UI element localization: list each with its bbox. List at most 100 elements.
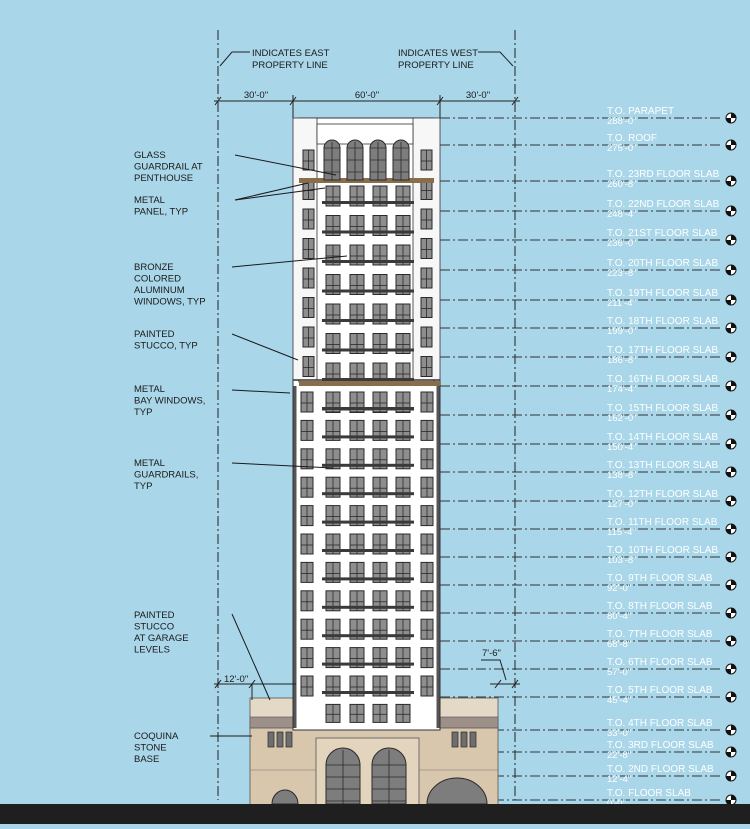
level-datum-icon xyxy=(725,205,737,217)
level-datum-icon xyxy=(725,724,737,736)
pier-window xyxy=(420,238,433,259)
callout-text: PAINTED xyxy=(134,329,175,340)
level-name: T.O. 17TH FLOOR SLAB xyxy=(607,345,718,356)
pier-window xyxy=(300,647,314,669)
level-elevation: 138'-8" xyxy=(607,470,636,481)
callout-text: METAL xyxy=(134,384,165,395)
dim-right-setback: 30'-0" xyxy=(466,90,490,101)
level-datum-icon xyxy=(725,523,737,535)
penthouse-arch-window xyxy=(369,139,387,181)
pier-window xyxy=(420,561,434,583)
level-datum-icon xyxy=(725,438,737,450)
callout-leader xyxy=(231,255,348,268)
level-datum-icon xyxy=(725,663,737,675)
level-datum-icon xyxy=(725,234,737,246)
bronze-window xyxy=(325,703,341,723)
level-datum-icon xyxy=(725,264,737,276)
level-elevation: 186'-8" xyxy=(607,355,636,366)
level-datum-icon xyxy=(725,139,737,151)
guardrail xyxy=(322,378,414,381)
level-name: T.O. 9TH FLOOR SLAB xyxy=(607,573,713,584)
level-elevation: 288'-0" xyxy=(607,116,636,127)
pier-window xyxy=(302,208,315,230)
podium-window xyxy=(469,731,477,748)
callout-leader xyxy=(231,389,291,394)
pier-window xyxy=(420,356,433,377)
callout-text: PANEL, TYP xyxy=(134,207,188,218)
pier-window xyxy=(420,505,434,527)
guardrail xyxy=(322,260,414,263)
level-elevation: 248'-4" xyxy=(607,209,636,220)
level-name: T.O. 5TH FLOOR SLAB xyxy=(607,685,713,696)
callout-text: BAY WINDOWS, xyxy=(134,396,205,407)
pier-window xyxy=(302,238,315,259)
pier-window xyxy=(420,618,434,640)
pier-window xyxy=(420,675,434,697)
east-label-line1: INDICATES EAST xyxy=(252,48,330,59)
callout-leader xyxy=(234,182,309,201)
callout-text: PENTHOUSE xyxy=(134,173,193,184)
level-elevation: 0'-0" xyxy=(607,798,626,809)
level-datum-icon xyxy=(725,322,737,334)
level-elevation: 57'-0" xyxy=(607,667,631,678)
callout-text: BRONZE xyxy=(134,262,174,273)
level-name: T.O. 8TH FLOOR SLAB xyxy=(607,601,713,612)
pier-window xyxy=(420,267,433,289)
metal-panel-band xyxy=(299,178,434,183)
penthouse-arch-window xyxy=(346,139,364,181)
level-name: T.O. 12TH FLOOR SLAB xyxy=(607,489,718,500)
level-datum-icon xyxy=(725,351,737,363)
bay-window-band xyxy=(299,381,440,386)
top-dimension-string xyxy=(214,95,520,118)
guardrail xyxy=(322,520,414,524)
callout-text: AT GARAGE xyxy=(134,633,189,644)
callout-leader xyxy=(234,154,337,176)
base-arch-window xyxy=(325,747,361,805)
level-datum-icon xyxy=(725,770,737,782)
pier-window xyxy=(420,590,434,612)
podium-dimension-strings xyxy=(214,679,520,700)
level-datum-icon xyxy=(725,409,737,421)
dim-podium-left: 12'-0" xyxy=(224,674,248,685)
level-elevation: 92'-0" xyxy=(607,583,631,594)
penthouse-arch-window xyxy=(323,139,341,181)
level-name: T.O. 7TH FLOOR SLAB xyxy=(607,629,713,640)
callout-leader xyxy=(231,613,271,701)
level-name: T.O. 10TH FLOOR SLAB xyxy=(607,545,718,556)
guardrail xyxy=(322,634,414,638)
level-name: T.O. 18TH FLOOR SLAB xyxy=(607,316,718,327)
pier-window xyxy=(300,391,314,413)
level-datum-icon xyxy=(725,380,737,392)
pier-window xyxy=(420,149,433,171)
callout-text: BASE xyxy=(134,754,159,765)
pier-window xyxy=(300,675,314,697)
level-elevation: 115'-4" xyxy=(607,527,636,538)
podium-window xyxy=(460,731,468,748)
guardrail xyxy=(322,492,414,496)
callout-text: GUARDRAIL AT xyxy=(134,162,203,173)
level-name: T.O. 14TH FLOOR SLAB xyxy=(607,432,718,443)
pier-window xyxy=(302,326,315,348)
pier-window xyxy=(420,391,434,413)
level-name: T.O. 15TH FLOOR SLAB xyxy=(607,403,718,414)
level-elevation: 33'-0" xyxy=(607,728,631,739)
level-datum-icon xyxy=(725,495,737,507)
west-leader xyxy=(478,51,514,67)
base-arch-window xyxy=(426,777,488,805)
